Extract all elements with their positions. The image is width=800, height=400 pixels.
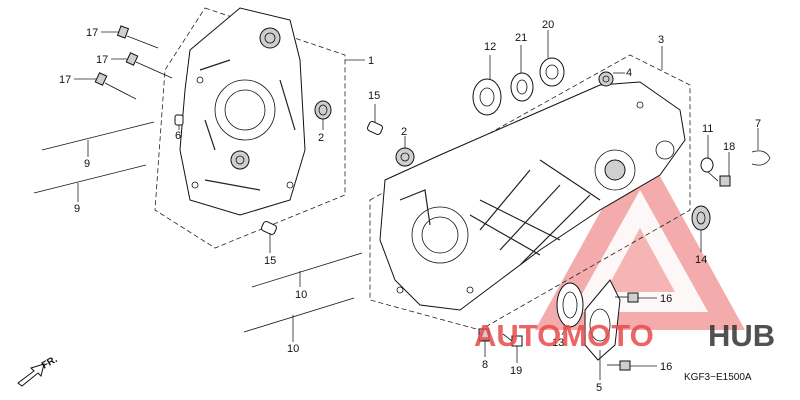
part-label-12: 12 [484, 41, 496, 53]
bolt-17-b [125, 52, 173, 79]
part-label-18: 18 [723, 141, 735, 153]
bearing-21 [510, 72, 534, 102]
cover-5 [584, 279, 621, 361]
part-label-20: 20 [542, 19, 554, 31]
part-label-17c: 17 [59, 74, 71, 86]
washer-11 [700, 157, 714, 173]
part-label-15a: 15 [368, 90, 380, 102]
part-label-15b: 15 [264, 255, 276, 267]
bearing-20 [539, 57, 565, 87]
part-label-7: 7 [755, 118, 761, 130]
seal-4 [598, 71, 614, 87]
dowel-15-b [261, 220, 277, 236]
front-arrow-icon [17, 363, 45, 387]
diagram-code: KGF3−E1500A [684, 372, 752, 383]
stud-9-b [33, 164, 147, 194]
watermark-logo [535, 140, 745, 330]
oil-seal-2-b [395, 147, 415, 167]
watermark-brand-prefix: AUTOMOTO [474, 318, 654, 353]
bearing-12 [472, 78, 502, 116]
bolt-17-c [94, 72, 137, 100]
right-case-outline [369, 54, 691, 331]
stud-9-a [41, 121, 155, 151]
front-label: FR. [40, 354, 60, 372]
part-label-3: 3 [658, 34, 664, 46]
stud-10-b [243, 297, 355, 333]
part-label-4: 4 [626, 67, 632, 79]
part-label-17b: 17 [96, 54, 108, 66]
bolt-17-a [116, 25, 159, 49]
part-label-13: 13 [552, 337, 564, 349]
strainer-13 [556, 282, 584, 328]
clip-7 [751, 150, 771, 166]
dowel-15-a [367, 120, 383, 136]
oil-seal-2-a [314, 100, 332, 120]
bolt-16-a [615, 292, 639, 303]
front-direction-indicator: FR. [17, 354, 60, 387]
right-crankcase-half [379, 81, 686, 311]
part-label-16b: 16 [660, 361, 672, 373]
bolt-18 [707, 171, 731, 187]
part-label-10a: 10 [295, 289, 307, 301]
part-label-2a: 2 [318, 132, 324, 144]
bracket-8 [478, 328, 490, 342]
part-label-5: 5 [596, 382, 602, 394]
watermark-brand-suffix: HUB [708, 318, 775, 353]
pin-6 [174, 114, 184, 126]
part-label-14: 14 [695, 254, 707, 266]
part-label-9a: 9 [84, 158, 90, 170]
left-crankcase-half [179, 7, 306, 216]
part-label-2b: 2 [401, 126, 407, 138]
left-case-outline [154, 7, 346, 249]
bolt-16-b [607, 360, 631, 371]
stud-10-a [251, 252, 363, 288]
part-label-10b: 10 [287, 343, 299, 355]
watermark-triangle-inner [572, 190, 708, 312]
part-labels: 17 17 17 1 15 2 6 9 9 15 12 21 20 3 4 2 … [59, 19, 761, 394]
part-label-19: 19 [510, 365, 522, 377]
part-label-8: 8 [482, 359, 488, 371]
watermark-text: AUTOMOTO HUB [474, 318, 775, 353]
part-label-17a: 17 [86, 27, 98, 39]
part-label-9b: 9 [74, 203, 80, 215]
leader-lines [74, 30, 759, 380]
watermark-triangle-core [605, 228, 675, 292]
part-label-21: 21 [515, 32, 527, 44]
part-label-6: 6 [175, 130, 181, 142]
part-label-1: 1 [368, 55, 374, 67]
part-label-16a: 16 [660, 293, 672, 305]
oil-seal-14 [691, 205, 711, 231]
part-label-11: 11 [702, 123, 713, 135]
